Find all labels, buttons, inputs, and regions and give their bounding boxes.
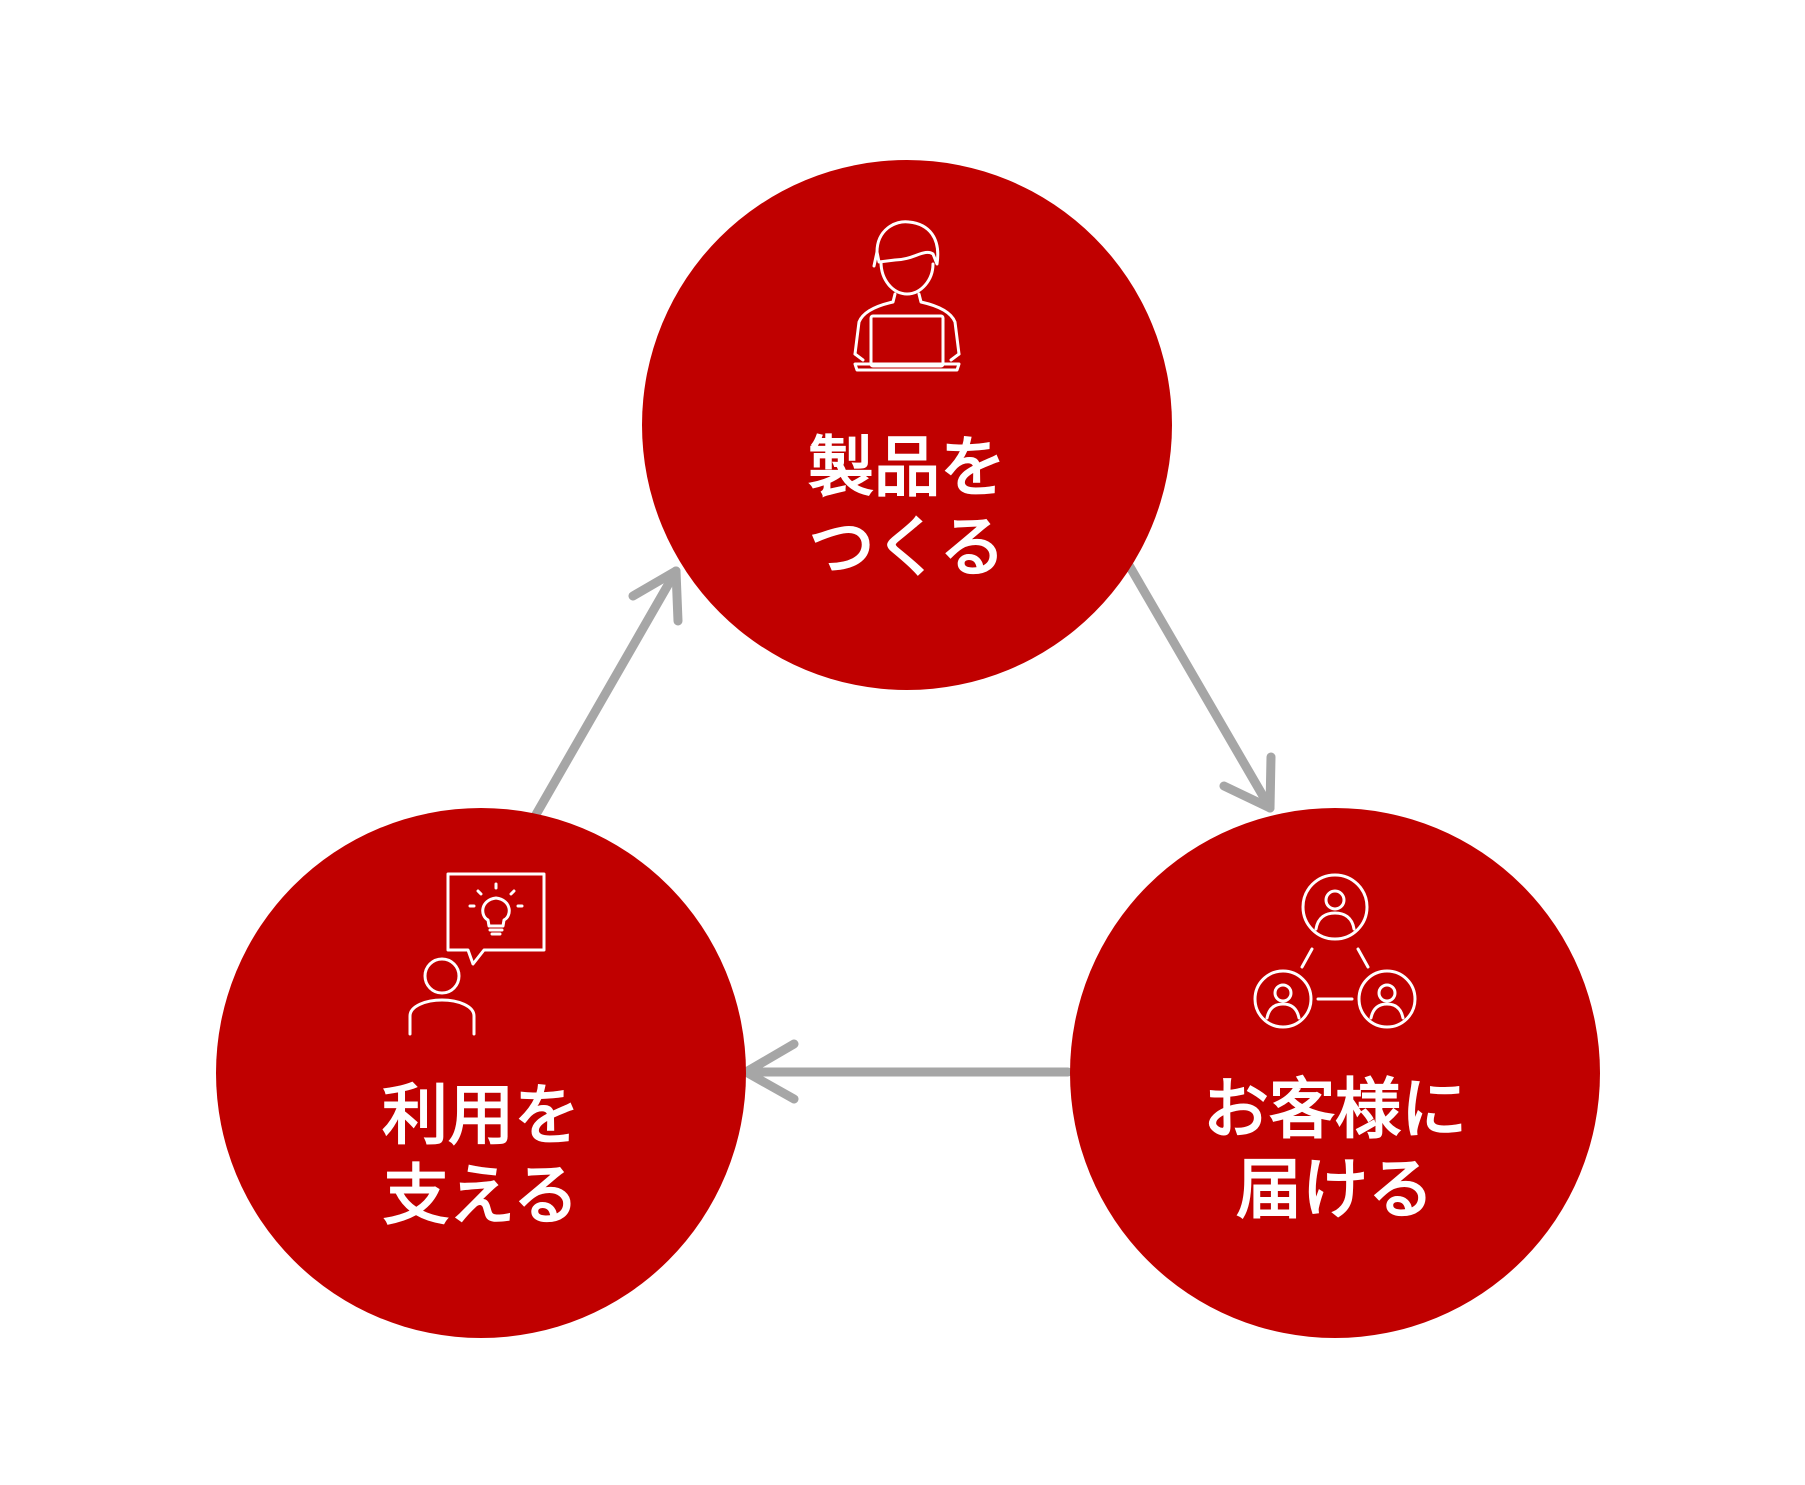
node-support-label-line-2: 支える [382, 1157, 580, 1234]
node-deliver-label-line-2: 届ける [1236, 1151, 1434, 1228]
node-make-label: 製品を つくる [642, 428, 1172, 588]
node-support-usage: 利用を 支える [216, 808, 746, 1338]
node-deliver-label: お客様に 届ける [1070, 1070, 1600, 1230]
node-deliver-label-line-1: お客様に [1203, 1071, 1467, 1148]
node-deliver-to-customers: お客様に 届ける [1070, 808, 1600, 1338]
person-with-idea-bubble-icon [408, 872, 546, 1036]
node-support-label-line-1: 利用を [382, 1077, 580, 1154]
arrow-make-to-deliver [1121, 555, 1276, 813]
arrow-deliver-to-support [741, 1039, 1073, 1104]
person-with-laptop-icon [853, 220, 961, 372]
arrow-support-to-make [529, 566, 683, 823]
node-make-products: 製品を つくる [642, 160, 1172, 690]
customer-network-icon [1253, 873, 1417, 1029]
node-make-label-line-2: つくる [808, 509, 1006, 586]
node-make-label-line-1: 製品を [808, 429, 1006, 506]
node-support-label: 利用を 支える [216, 1076, 746, 1236]
